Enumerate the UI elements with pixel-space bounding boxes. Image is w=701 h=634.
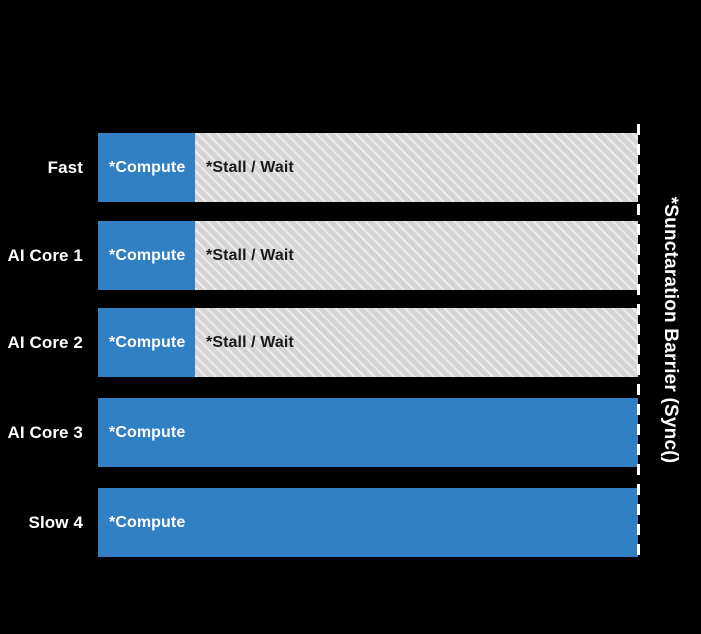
compute-segment: *Compute xyxy=(98,488,638,557)
compute-segment: *Compute xyxy=(98,398,638,467)
row-track: *Compute *Stall / Wait xyxy=(98,221,638,290)
row-label: Fast xyxy=(47,157,83,177)
compute-segment: *Compute xyxy=(98,221,195,290)
row-label: Slow 4 xyxy=(28,512,83,532)
compute-segment-label: *Compute xyxy=(109,423,186,441)
stall-wait-segment-label: *Stall / Wait xyxy=(206,246,294,264)
stall-wait-segment: *Stall / Wait xyxy=(195,308,638,377)
sync-barrier-dashed-line xyxy=(637,124,640,564)
timeline-row: AI Core 2 *Compute *Stall / Wait xyxy=(0,308,701,377)
sync-barrier-caption: *Sunctaration Barrier (Sync() xyxy=(660,196,681,464)
row-label: AI Core 3 xyxy=(7,422,83,442)
row-track: *Compute *Stall / Wait xyxy=(98,133,638,202)
timeline-row: AI Core 1 *Compute *Stall / Wait xyxy=(0,221,701,290)
compute-segment: *Compute xyxy=(98,133,195,202)
compute-segment-label: *Compute xyxy=(109,513,186,531)
stall-wait-segment-label: *Stall / Wait xyxy=(206,158,294,176)
stall-wait-segment-label: *Stall / Wait xyxy=(206,333,294,351)
compute-segment: *Compute xyxy=(98,308,195,377)
row-label: AI Core 2 xyxy=(7,332,83,352)
compute-segment-label: *Compute xyxy=(109,333,186,351)
row-track: *Compute xyxy=(98,488,638,557)
timeline-row: Slow 4 *Compute xyxy=(0,488,701,557)
timeline-row: Fast *Compute *Stall / Wait xyxy=(0,133,701,202)
row-track: *Compute xyxy=(98,398,638,467)
compute-segment-label: *Compute xyxy=(109,158,186,176)
compute-segment-label: *Compute xyxy=(109,246,186,264)
timeline-row: AI Core 3 *Compute xyxy=(0,398,701,467)
stall-wait-segment: *Stall / Wait xyxy=(195,133,638,202)
stall-wait-segment: *Stall / Wait xyxy=(195,221,638,290)
row-track: *Compute *Stall / Wait xyxy=(98,308,638,377)
row-label: AI Core 1 xyxy=(7,245,83,265)
